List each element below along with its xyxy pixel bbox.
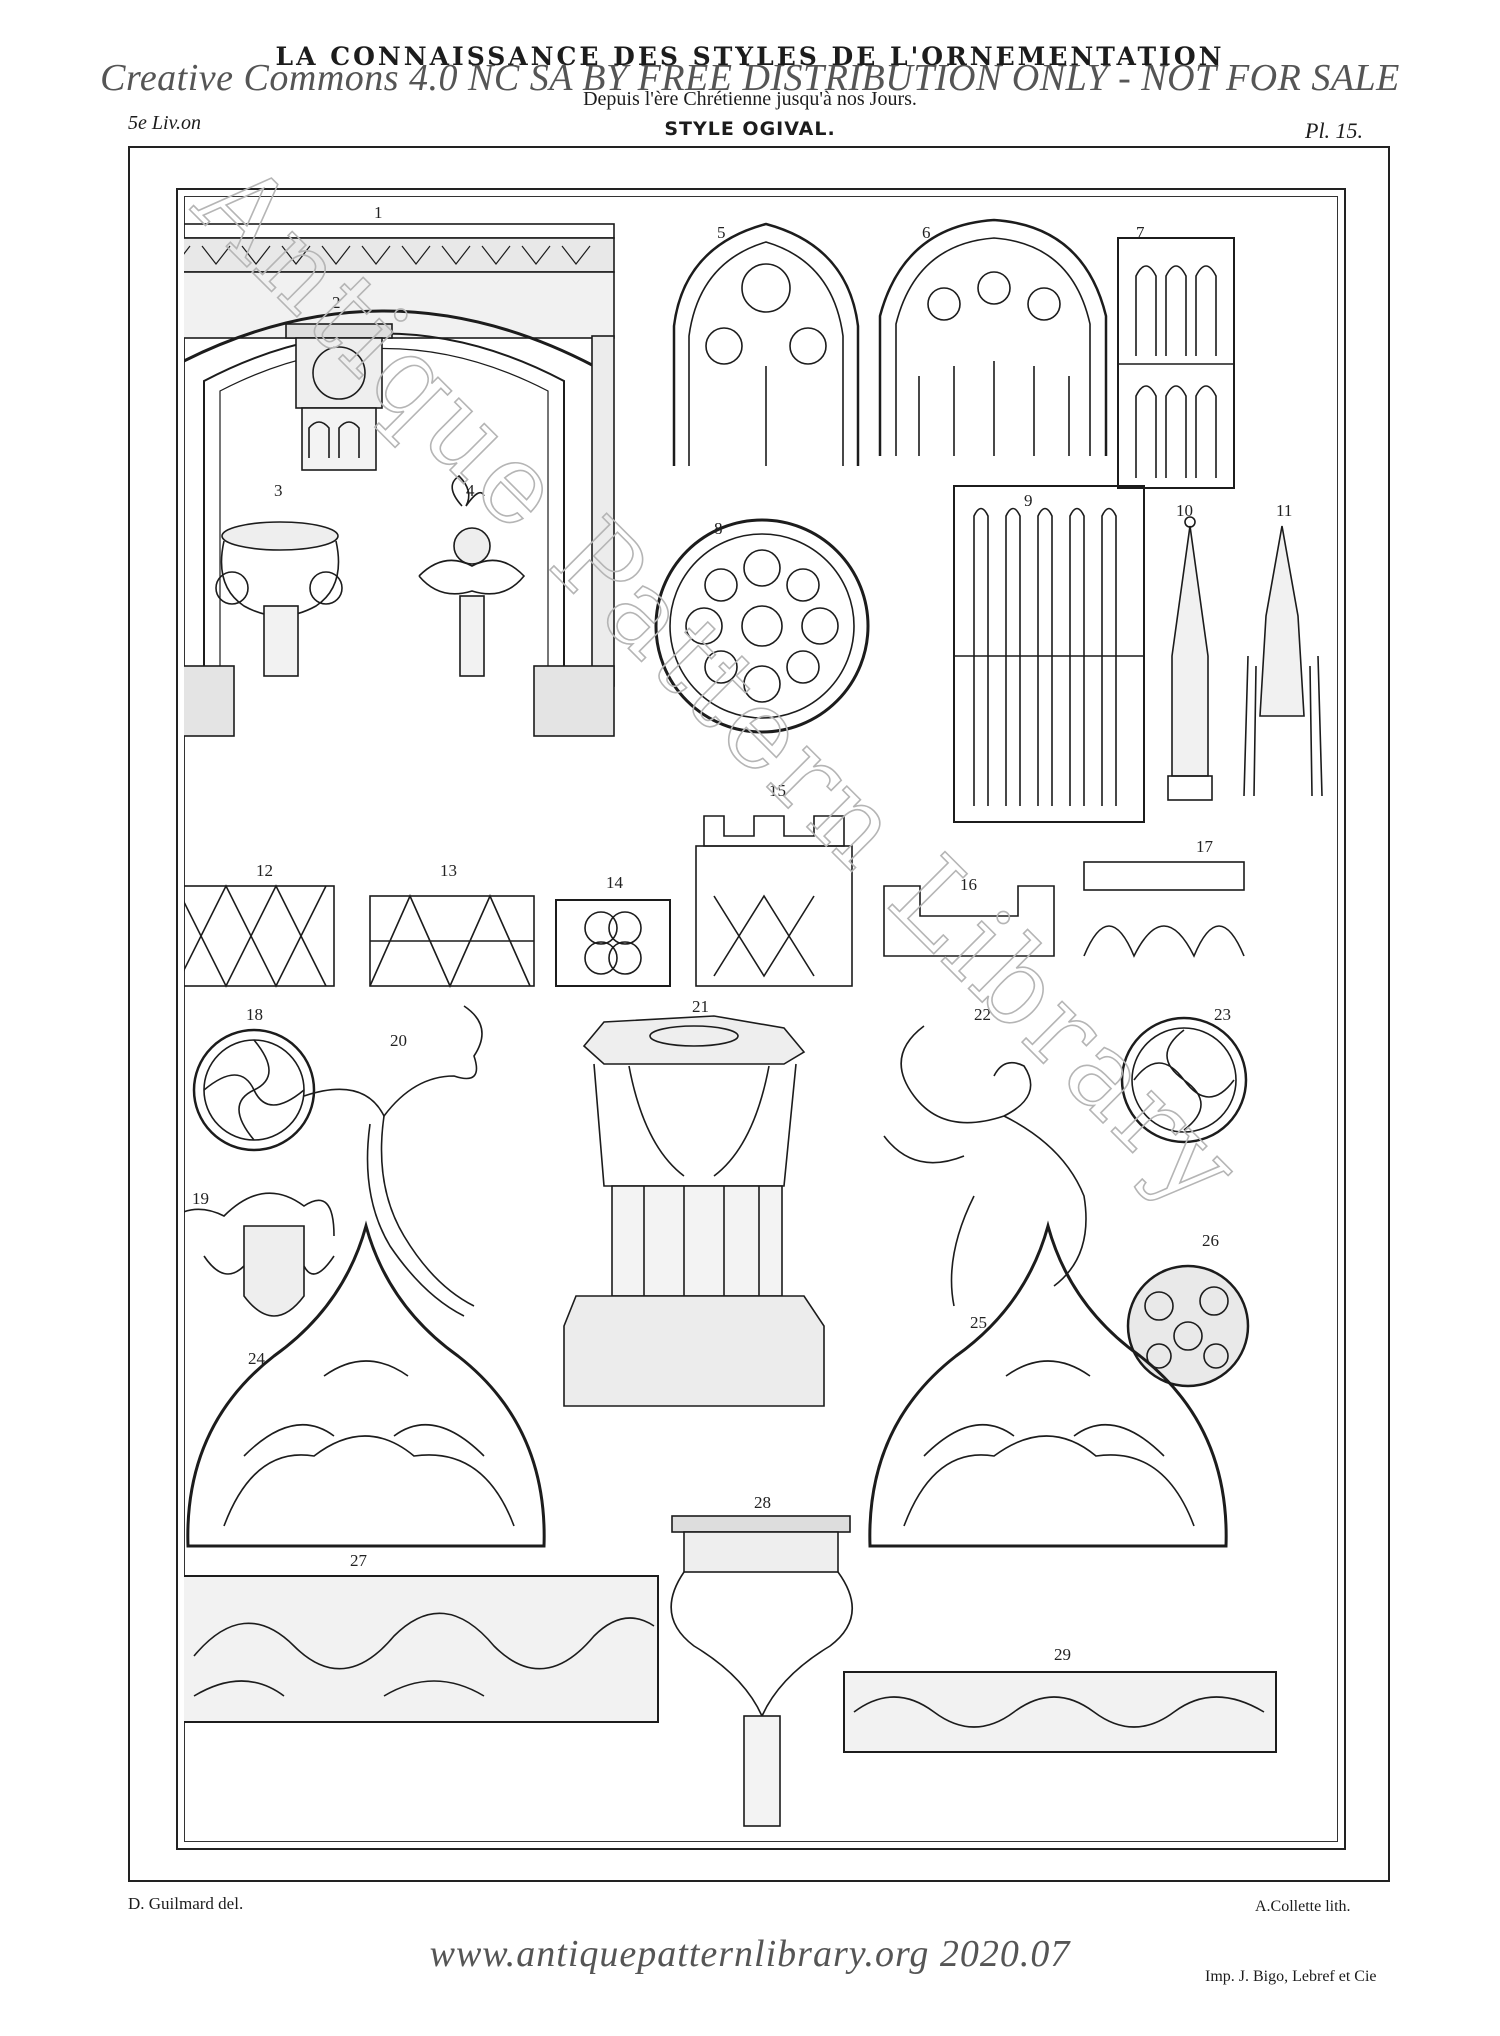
fig-25-number: 25 [970, 1313, 987, 1332]
fig-21-number: 21 [692, 997, 709, 1016]
plate-subtitle: Depuis l'ère Chrétienne jusqu'à nos Jour… [583, 88, 917, 110]
fig-14-quatrefoil-tile [555, 899, 671, 987]
plate-border [176, 188, 1346, 1850]
fig-11-number: 11 [1276, 501, 1292, 520]
fig-15-battlement [695, 815, 853, 987]
fig-1-number: 1 [374, 203, 383, 222]
fig-19-number: 19 [192, 1189, 209, 1208]
fig-7-panel [1117, 237, 1235, 489]
fig-20-number: 20 [390, 1031, 407, 1050]
fig-1-gothic-doorway [184, 223, 615, 737]
artist-credit: D. Guilmard del. [128, 1894, 244, 1913]
fig-23-number: 23 [1214, 1005, 1231, 1024]
fig-17-arcade [1083, 861, 1245, 958]
fig-13-lattice [369, 894, 535, 988]
fig-3-capital [215, 521, 343, 677]
fig-18-roundel [192, 1028, 316, 1152]
fig-4-number: 4 [466, 481, 475, 500]
fig-17-number: 17 [1196, 837, 1214, 856]
fig-10-pinnacle [1167, 516, 1213, 801]
fig-15-number: 15 [769, 781, 786, 800]
fig-29-number: 29 [1054, 1645, 1071, 1664]
fig-13-number: 13 [440, 861, 457, 880]
fig-23-roundel [1120, 1016, 1248, 1144]
fig-12-lattice [184, 884, 335, 988]
fig-8-rose-window [654, 518, 870, 734]
fig-14-number: 14 [606, 873, 624, 892]
fig-12-number: 12 [256, 861, 273, 880]
plate-title: LA CONNAISSANCE DES STYLES DE L'ORNEMENT… [275, 42, 1225, 71]
fig-4-capital [418, 474, 526, 677]
fig-21-baptismal-font [563, 1015, 825, 1407]
fig-19-coat-of-arms [184, 1192, 335, 1317]
fig-10-number: 10 [1176, 501, 1193, 520]
fig-26-roundel [1126, 1264, 1250, 1388]
livraison-label: 5e Liv.on [128, 112, 201, 134]
fig-28-capital [670, 1515, 853, 1827]
fig-9-panel [953, 485, 1145, 823]
license-overlay: Creative Commons 4.0 NC SA BY FREE DISTR… [100, 57, 1400, 99]
fig-9-number: 9 [1024, 491, 1033, 510]
fig-22-number: 22 [974, 1005, 991, 1024]
fig-3-number: 3 [274, 481, 283, 500]
fig-6-number: 6 [922, 223, 931, 242]
fig-5-lancet-window [672, 222, 860, 466]
lithographer-credit: A.Collette lith. [1255, 1898, 1351, 1915]
fig-22-foliage-ornament [883, 1025, 1087, 1307]
fig-29-foliage-frieze [843, 1671, 1277, 1753]
fig-26-number: 26 [1202, 1231, 1219, 1250]
fig-8-number: 8 [714, 519, 723, 538]
fig-5-number: 5 [717, 223, 726, 242]
fig-7-number: 7 [1136, 223, 1145, 242]
fig-28-number: 28 [754, 1493, 771, 1512]
fig-27-number: 27 [350, 1551, 368, 1570]
fig-18-number: 18 [246, 1005, 263, 1024]
plate-number: Pl. 15. [1305, 118, 1364, 143]
fig-24-number: 24 [248, 1349, 266, 1368]
fig-16-number: 16 [960, 875, 977, 894]
fig-2-number: 2 [332, 293, 341, 312]
fig-27-foliage-frieze [184, 1575, 659, 1723]
outer-frame [128, 146, 1390, 1882]
fig-2-corbel [285, 323, 393, 471]
printer-credit: Imp. J. Bigo, Lebref et Cie [1205, 1968, 1377, 1985]
fig-24-tympanum [186, 1220, 546, 1548]
ornament-plate: 1 2 3 4 5 6 [184, 203, 1323, 1827]
fig-20-scroll-bracket [303, 1005, 483, 1317]
fig-16-crenel-frieze [883, 885, 1055, 957]
plate-inner-border [184, 196, 1338, 1842]
fig-25-tympanum [868, 1220, 1228, 1548]
fig-11-pinnacle [1243, 525, 1323, 797]
site-watermark: www.antiquepatternlibrary.org 2020.07 [429, 1933, 1071, 1975]
style-heading: STYLE OGIVAL. [664, 118, 836, 140]
fig-6-tracery-window [878, 218, 1108, 456]
